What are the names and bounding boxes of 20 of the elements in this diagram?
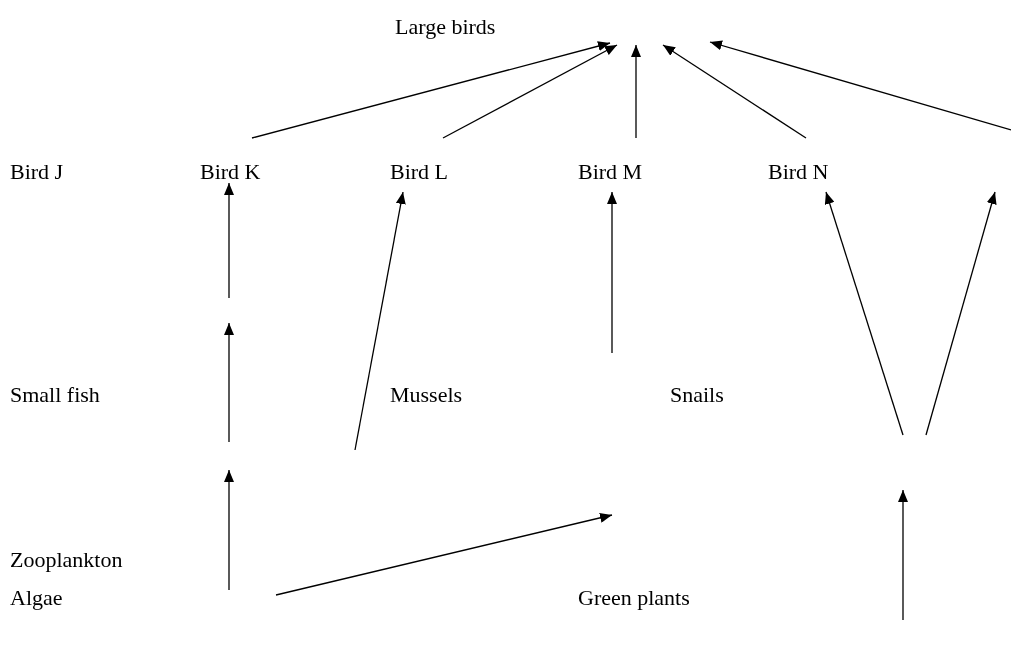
arrow: [354, 191, 406, 451]
organism-label: Snails: [670, 382, 724, 408]
organism-label: Large birds: [395, 14, 496, 40]
arrow: [662, 44, 807, 139]
organism-label: Bird N: [768, 159, 829, 185]
arrow: [607, 191, 617, 354]
organism-label: Mussels: [390, 382, 463, 408]
organism-label: Bird J: [10, 159, 64, 185]
arrow: [824, 191, 904, 436]
organism-label: Bird M: [578, 159, 643, 185]
organism-label: Algae: [10, 585, 63, 611]
organism-label: Small fish: [10, 382, 100, 408]
arrow: [631, 44, 641, 139]
arrow: [224, 182, 234, 299]
arrow: [251, 41, 611, 139]
organism-label: Green plants: [578, 585, 690, 611]
organism-label: Zooplankton: [10, 547, 123, 573]
organism-label: Bird K: [200, 159, 261, 185]
organism-label: Bird L: [390, 159, 449, 185]
arrow: [442, 44, 618, 139]
